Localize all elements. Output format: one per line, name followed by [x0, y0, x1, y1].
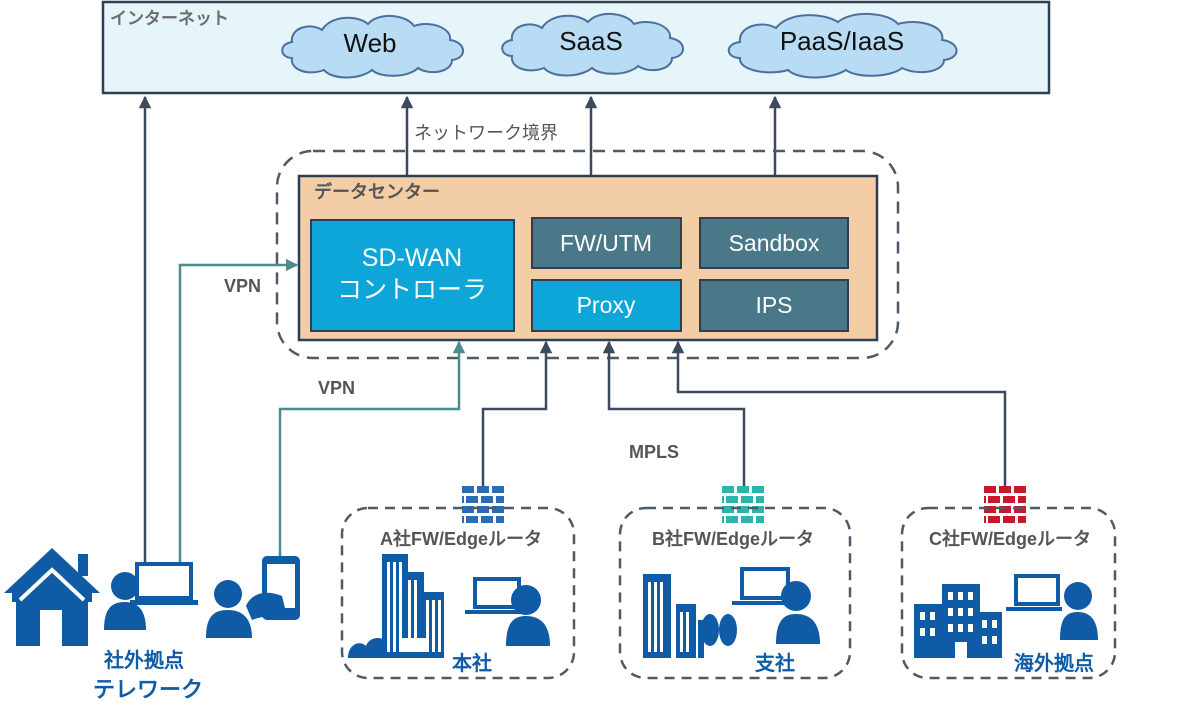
ips-label: IPS [755, 292, 792, 318]
person-laptop-icon [465, 577, 550, 646]
network-boundary [275, 149, 900, 360]
firewall-icon-a [462, 486, 504, 523]
fw-utm-label: FW/UTM [560, 230, 652, 256]
internet-label: インターネット [110, 9, 229, 28]
cloud-icon [727, 12, 958, 79]
site-a-name: 本社 [452, 651, 492, 675]
site-a: A社FW/Edgeルータ 本社 [340, 506, 576, 680]
controller-line1: SD-WAN [362, 244, 462, 272]
firewall-icon-b [722, 486, 764, 523]
branch-buildings-icon [643, 574, 737, 658]
remote-label-line1: 社外拠点 [103, 648, 184, 672]
person-laptop-icon [104, 562, 198, 630]
cloud-icon [501, 13, 684, 77]
datacenter-label: データセンター [314, 181, 440, 202]
site-b-router-label: B社FW/Edgeルータ [652, 528, 814, 549]
cloud-paas-iaas: PaaS/IaaS [727, 12, 958, 79]
cloud-label-paas-iaas: PaaS/IaaS [780, 26, 904, 56]
site-c-boundary [900, 506, 1117, 680]
hq-buildings-icon [348, 554, 444, 658]
site-b-boundary [618, 506, 852, 680]
site-b: B社FW/Edgeルータ 支社 [618, 506, 852, 680]
sandbox-box: Sandbox [699, 217, 849, 269]
remote-connections: VPN VPN [138, 95, 466, 566]
overseas-buildings-icon [914, 584, 1002, 658]
ips-box: IPS [699, 279, 849, 332]
remote-label-line2: テレワーク [93, 677, 203, 702]
fw-utm-box: FW/UTM [531, 217, 682, 269]
home-icon [4, 548, 100, 646]
sd-wan-controller: SD-WAN コントローラ [310, 219, 515, 332]
sandbox-label: Sandbox [729, 230, 820, 256]
cloud-web: Web [281, 15, 464, 79]
controller-line2: コントローラ [337, 276, 487, 304]
cloud-saas: SaaS [501, 13, 684, 77]
person-laptop-icon [732, 567, 820, 644]
person-laptop-icon [1006, 574, 1098, 640]
site-c-router-label: C社FW/Edgeルータ [929, 528, 1091, 549]
vpn-label-upper: VPN [224, 276, 261, 296]
firewall-icon-c [984, 486, 1026, 523]
site-b-name: 支社 [755, 651, 795, 675]
mpls-line-c [671, 340, 1007, 486]
mpls-connections: MPLS [481, 340, 1007, 486]
cloud-label-saas: SaaS [559, 26, 623, 56]
vpn-line-lower [278, 340, 466, 558]
site-a-boundary [340, 506, 576, 680]
mpls-label: MPLS [629, 442, 679, 462]
proxy-box: Proxy [531, 279, 682, 332]
person-smartphone-icon [206, 556, 300, 638]
vpn-label-lower: VPN [318, 378, 355, 398]
site-c: C社FW/Edgeルータ 海外拠点 [900, 506, 1117, 680]
cloud-label-web: Web [344, 28, 397, 58]
site-c-name: 海外拠点 [1014, 651, 1094, 675]
mpls-line-a [481, 340, 553, 486]
datacenter-internet-links [400, 95, 782, 176]
vpn-line-upper [178, 258, 299, 566]
remote-workers [4, 548, 300, 646]
boundary-label: ネットワーク境界 [414, 123, 558, 143]
site-a-router-label: A社FW/Edgeルータ [380, 528, 542, 549]
mpls-line-b [602, 340, 746, 486]
cloud-icon [281, 15, 464, 79]
proxy-label: Proxy [577, 292, 636, 318]
